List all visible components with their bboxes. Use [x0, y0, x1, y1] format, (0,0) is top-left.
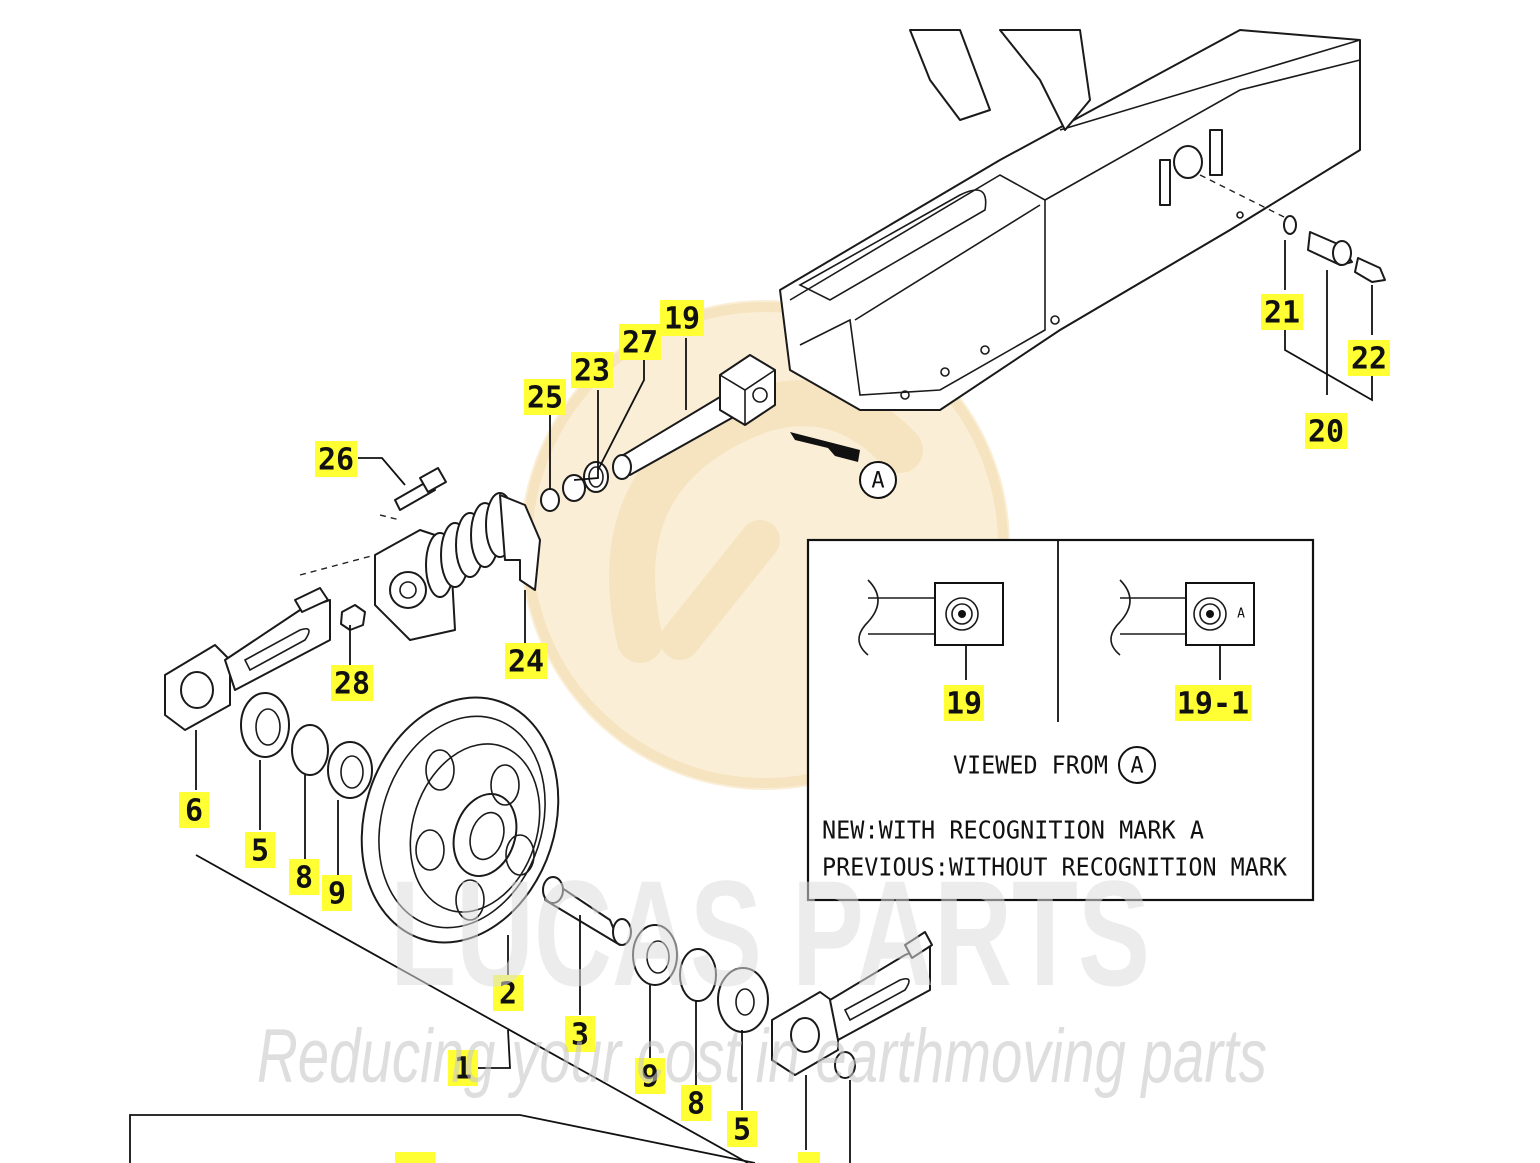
callout-label: 20: [1308, 415, 1344, 450]
callout-label: 23: [574, 354, 610, 389]
callout-label: 6: [185, 794, 203, 829]
fitting-22: [1354, 257, 1386, 283]
callout-21: 21: [1261, 294, 1303, 331]
o-ring-21: [1283, 215, 1297, 235]
note-previous: PREVIOUS:WITHOUT RECOGNITION MARK: [822, 853, 1287, 882]
callout-label: 3: [571, 1018, 589, 1053]
callout-label: 9: [641, 1060, 659, 1095]
callout-28: 28: [331, 665, 373, 702]
callout-26: 26: [315, 441, 357, 478]
callout-24: 24: [505, 643, 547, 680]
callout-label: 28: [334, 667, 370, 702]
callout-20: 20: [1305, 413, 1347, 450]
callout-label: 21: [1264, 296, 1300, 331]
callout-label: 2: [499, 977, 517, 1012]
callout-label: 19: [664, 302, 700, 337]
callout-8: 8: [289, 859, 319, 896]
callout-label: 24: [508, 645, 544, 680]
callout-9: 9: [322, 875, 352, 912]
right-hub-parts: [632, 924, 769, 1033]
callout-label: 5: [251, 834, 269, 869]
inset-label-19: 19: [946, 687, 982, 722]
recoil-spring-24: [374, 492, 541, 641]
seal-rings: [540, 461, 609, 512]
nut-28: [299, 554, 376, 631]
callout-2: 2: [493, 975, 523, 1012]
leader-lines: [195, 338, 851, 1163]
callout-label: 5: [733, 1113, 751, 1148]
callout-label: 8: [687, 1087, 705, 1122]
recognition-mark: A: [1237, 607, 1245, 622]
callout-25: 25: [524, 379, 566, 416]
viewed-from-mark: A: [1130, 754, 1143, 779]
callout-5: 5: [245, 832, 275, 869]
left-hub-parts: [240, 692, 373, 799]
callout-27: 27: [619, 324, 661, 361]
callout-9: 9: [635, 1058, 665, 1095]
bottom-table-fragment: [129, 1114, 820, 1163]
bracket-6-right: [771, 931, 933, 1079]
callout-label: 8: [295, 861, 313, 896]
callout-19: 19: [660, 300, 704, 337]
callout-5: 5: [727, 1111, 757, 1148]
callout-label: 22: [1351, 342, 1387, 377]
watermark-tagline: Reducing your cost in earthmoving parts: [257, 1014, 1267, 1099]
watermark-text: LUCAS PARTS Reducing your cost in earthm…: [257, 849, 1267, 1099]
callout-8: 8: [681, 1085, 711, 1122]
inset-detail-box: A 19 19-1 VIEWED FROM A NEW:WITH RECOGNI…: [806, 538, 1315, 902]
view-marker-label: A: [871, 469, 884, 494]
callout-label: 26: [318, 443, 354, 478]
callout-label: 1: [454, 1052, 472, 1087]
bolt-26: [379, 467, 447, 521]
idler-wheel-2: [360, 696, 560, 944]
note-new: NEW:WITH RECOGNITION MARK A: [822, 816, 1204, 845]
bracket-6-left: [164, 587, 331, 731]
callout-label: 9: [328, 877, 346, 912]
callout-6: 6: [179, 792, 209, 829]
callout-label: 27: [622, 326, 658, 361]
track-frame: [779, 29, 1361, 411]
callout-1: 1: [448, 1050, 478, 1087]
shaft-3: [542, 876, 632, 946]
view-arrow-a: A: [790, 432, 897, 499]
grease-fitting-assembly: [1283, 215, 1386, 402]
viewed-from-text: VIEWED FROM: [953, 751, 1108, 780]
watermark-brand: LUCAS PARTS: [390, 849, 1150, 1017]
callout-23: 23: [571, 352, 613, 389]
callout-label: 25: [527, 381, 563, 416]
callout-22: 22: [1348, 340, 1390, 377]
cylinder-rod-19: [612, 354, 776, 480]
callout-3: 3: [565, 1016, 595, 1053]
inset-label-19-1: 19-1: [1177, 687, 1249, 722]
